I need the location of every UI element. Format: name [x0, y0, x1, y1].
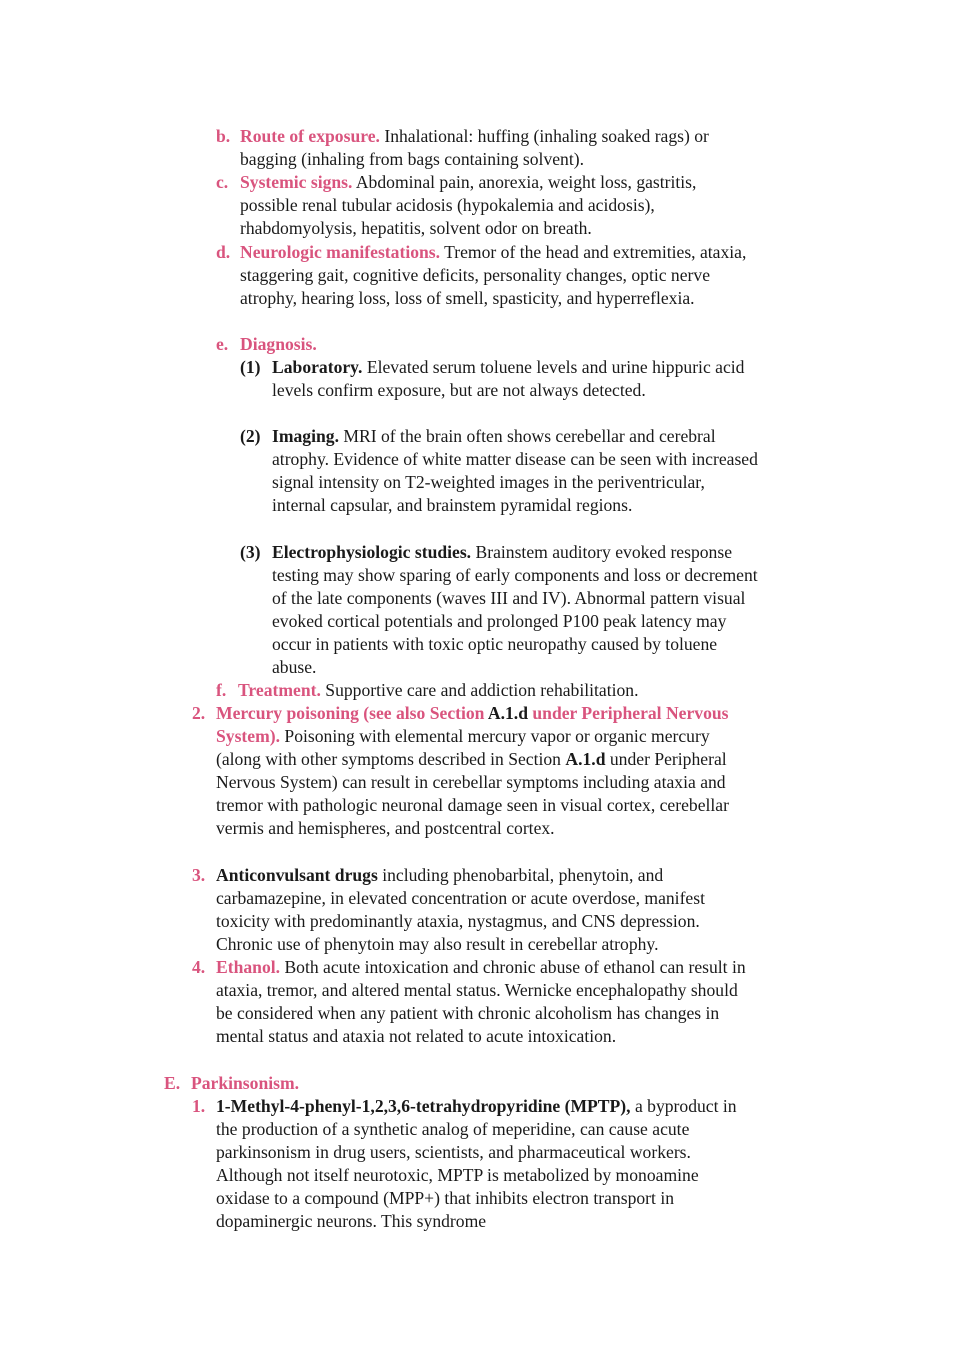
- subitem-electrophysiologic-studies: (3) Electrophysiologic studies. Brainste…: [240, 541, 760, 679]
- item-heading: Mercury poisoning (see also Section: [216, 703, 488, 723]
- item-heading: Anticonvulsant drugs: [216, 865, 378, 885]
- subitem-heading: Imaging.: [272, 426, 339, 446]
- item-4-ethanol: 4. Ethanol. Both acute intoxication and …: [192, 956, 752, 1048]
- subitem-label: (2): [240, 426, 261, 446]
- item-f-treatment: f. Treatment. Supportive care and addict…: [216, 679, 756, 702]
- item-heading: Ethanol.: [216, 957, 281, 977]
- item-2-mercury-poisoning: 2. Mercury poisoning (see also Section A…: [192, 702, 752, 840]
- subitem-heading: Laboratory.: [272, 357, 363, 377]
- item-number: 4.: [192, 957, 206, 977]
- item-text: Supportive care and addiction rehabilita…: [320, 680, 639, 700]
- item-text: Both acute intoxication and chronic abus…: [216, 957, 746, 1047]
- item-text: Abdominal pain, anorexia, weight loss, g…: [240, 172, 697, 239]
- item-e-diagnosis: e. Diagnosis.: [216, 333, 756, 356]
- section-heading: Parkinsonism.: [191, 1073, 300, 1093]
- item-heading: Neurologic manifestations.: [240, 242, 441, 262]
- item-heading-cont: under Peripheral Nervous System).: [216, 703, 729, 747]
- section-E-parkinsonism: E. Parkinsonism.: [164, 1072, 724, 1095]
- item-text: including phenobarbital, phenytoin, and …: [216, 865, 705, 955]
- section-ref: A.1.d: [565, 749, 606, 770]
- subitem-text: Elevated serum toluene levels and urine …: [272, 357, 745, 401]
- item-b-route-of-exposure: b. Route of exposure. Inhalational: huff…: [216, 125, 756, 171]
- item-label: b.: [216, 126, 231, 146]
- item-label: f.: [216, 680, 227, 700]
- subitem-label: (3): [240, 542, 261, 562]
- item-label: e.: [216, 334, 229, 354]
- subitem-laboratory: (1) Laboratory. Elevated serum toluene l…: [240, 356, 760, 402]
- item-d-neurologic-manifestations: d. Neurologic manifestations. Tremor of …: [216, 241, 756, 310]
- section-ref: A.1.d: [487, 703, 528, 723]
- item-text: a byproduct in the production of a synth…: [216, 1096, 737, 1232]
- item-text: Inhalational: huffing (inhaling soaked r…: [240, 126, 709, 170]
- item-heading: Route of exposure.: [240, 126, 380, 146]
- section-label: E.: [164, 1073, 181, 1093]
- item-3-anticonvulsant-drugs: 3. Anticonvulsant drugs including phenob…: [192, 864, 756, 956]
- item-number: 2.: [192, 703, 206, 723]
- item-text-cont: under Peripheral Nervous System) can res…: [216, 749, 729, 839]
- item-number: 1.: [192, 1096, 206, 1116]
- subitem-imaging: (2) Imaging. MRI of the brain often show…: [240, 425, 760, 517]
- item-number: 3.: [192, 865, 206, 885]
- item-heading: Diagnosis.: [240, 334, 317, 354]
- item-label: c.: [216, 172, 229, 192]
- item-text: Tremor of the head and extremities, atax…: [240, 242, 747, 309]
- item-heading: Systemic signs.: [240, 172, 353, 192]
- item-text: Poisoning with elemental mercury vapor o…: [216, 726, 710, 770]
- subitem-label: (1): [240, 357, 261, 377]
- item-heading: Treatment.: [238, 680, 321, 700]
- item-heading: 1-Methyl-4-phenyl-1,2,3,6-tetrahydropyri…: [216, 1096, 631, 1116]
- subitem-text: Brainstem auditory evoked response testi…: [272, 542, 758, 678]
- item-c-systemic-signs: c. Systemic signs. Abdominal pain, anore…: [216, 171, 756, 240]
- item-1-mptp: 1. 1-Methyl-4-phenyl-1,2,3,6-tetrahydrop…: [192, 1095, 752, 1233]
- subitem-heading: Electrophysiologic studies.: [272, 542, 472, 562]
- item-label: d.: [216, 242, 231, 262]
- subitem-text: MRI of the brain often shows cerebellar …: [272, 426, 758, 516]
